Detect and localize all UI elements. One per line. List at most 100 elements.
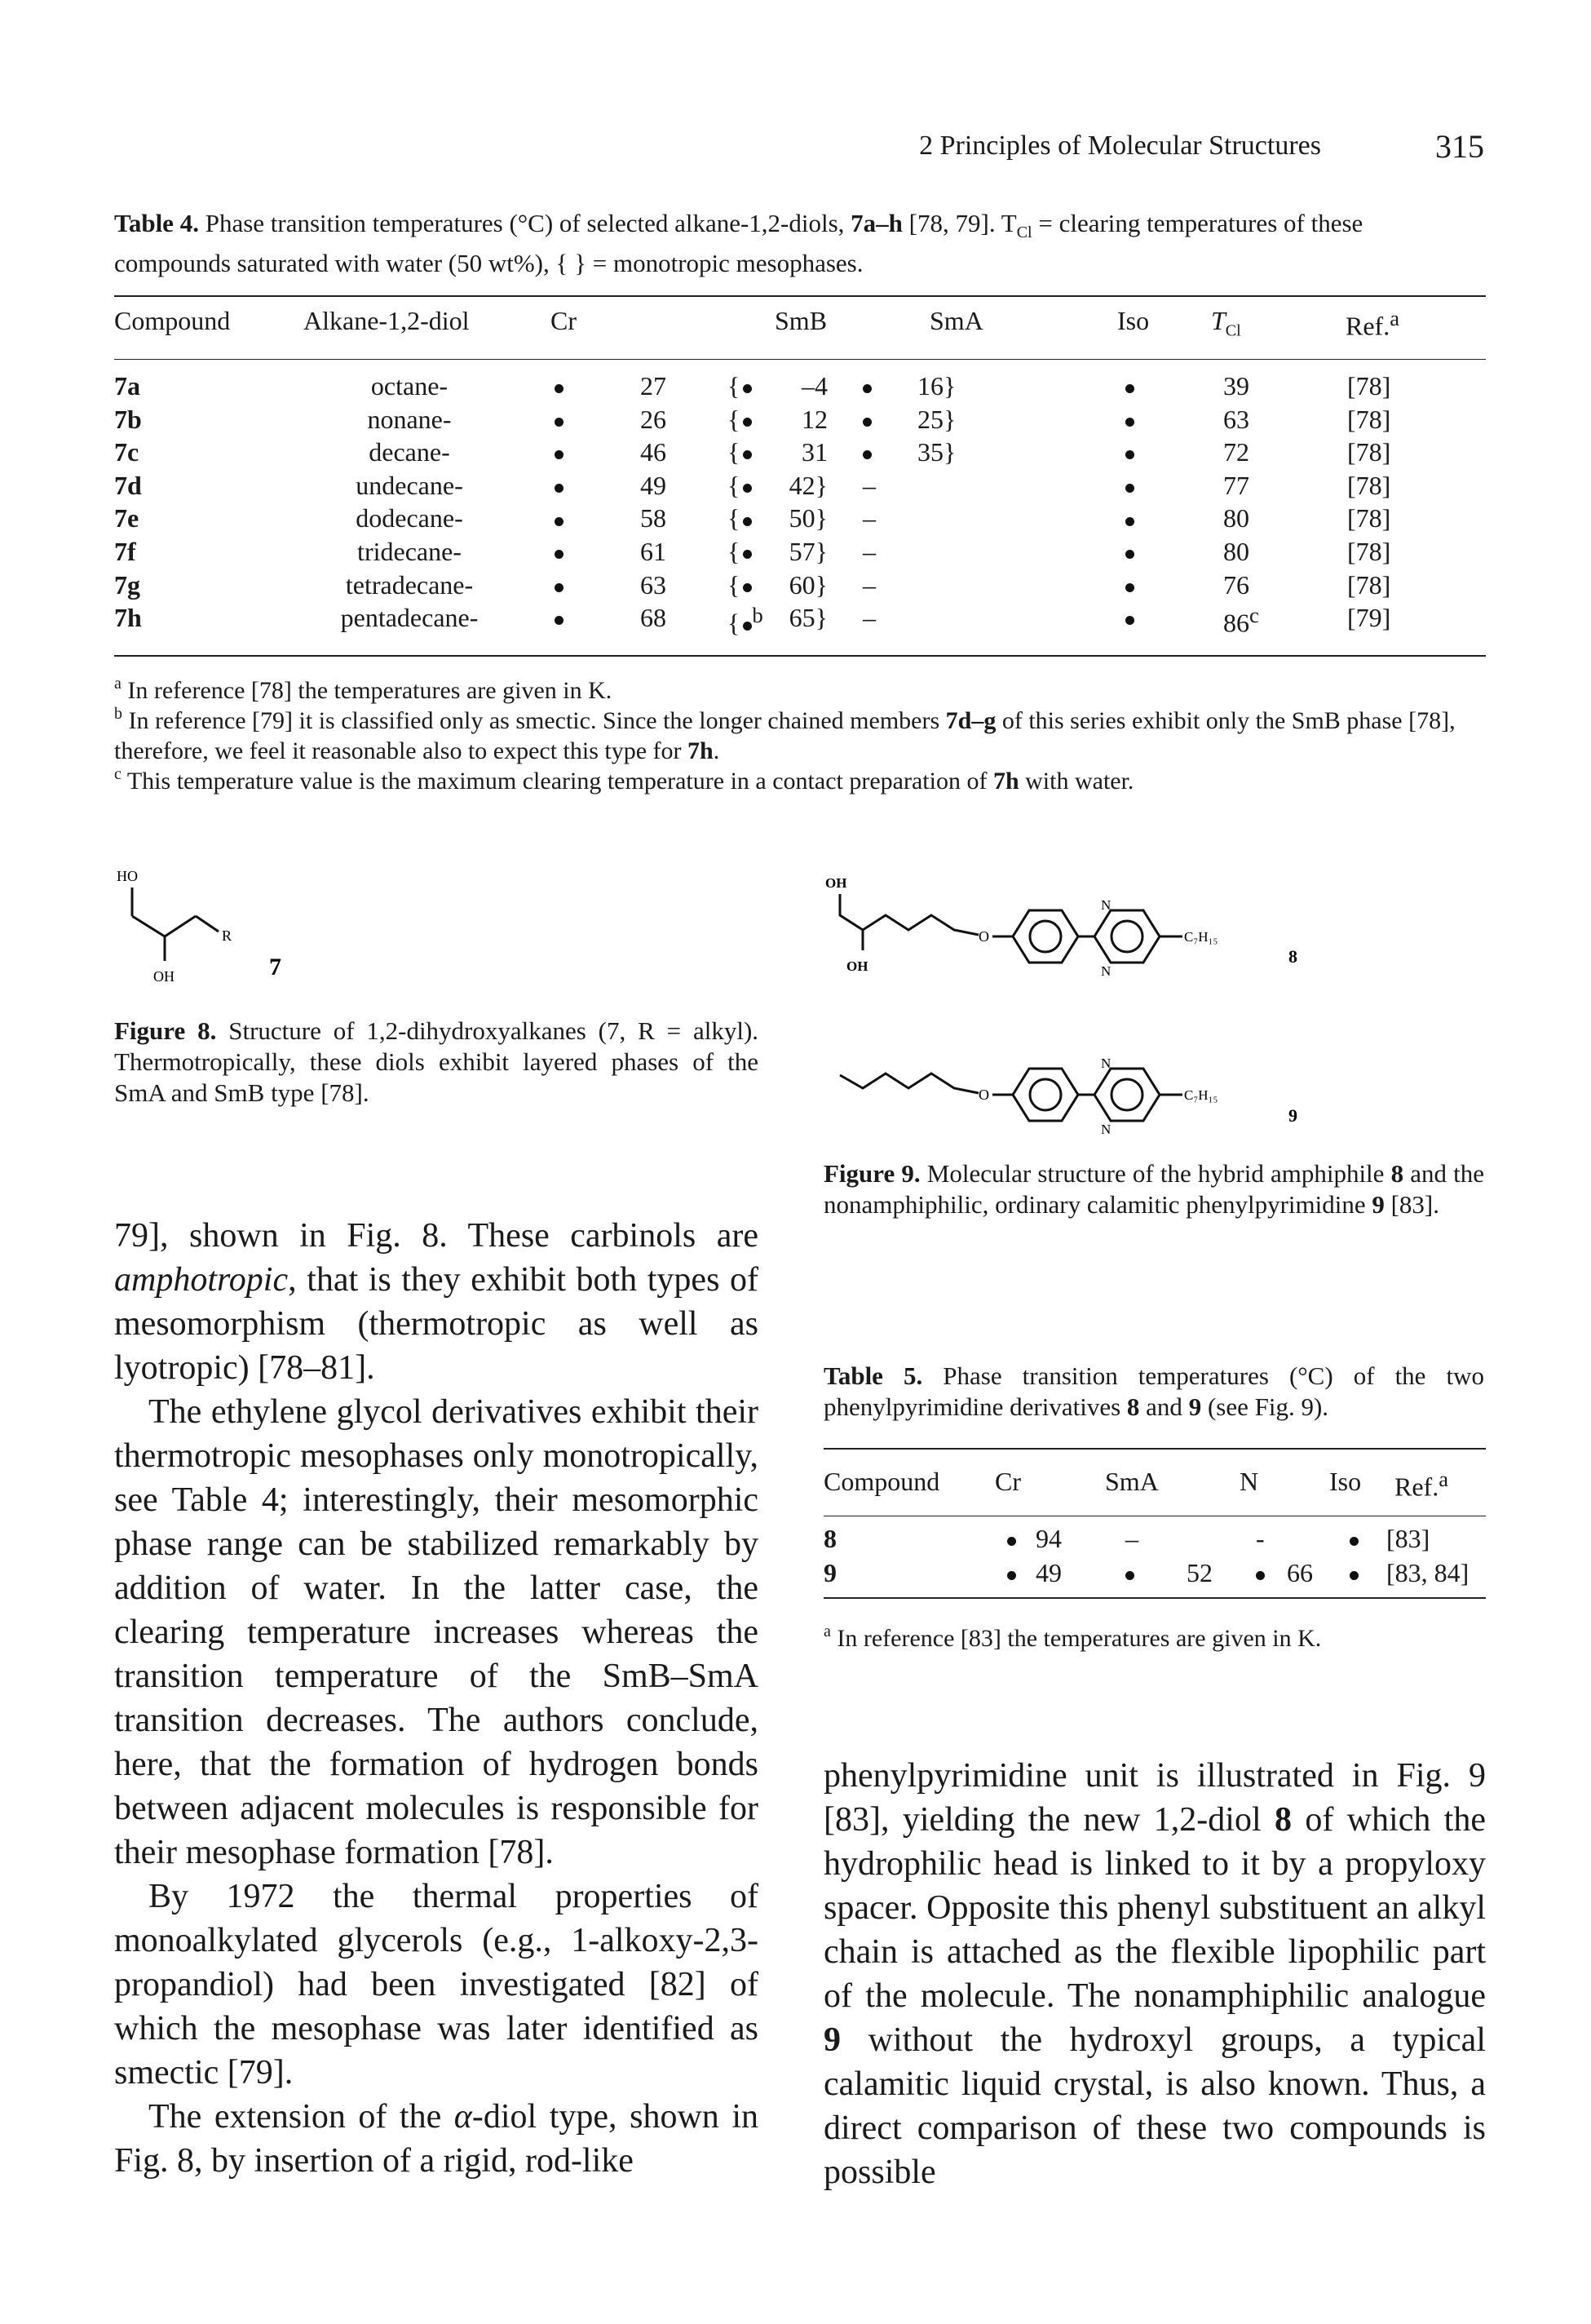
cell-iso-dot [1125,603,1134,633]
footnote-c-end: with water. [1019,768,1134,795]
smb-sup: b [752,603,763,628]
table5-head-compound: Compound [824,1467,940,1496]
dash: - [1256,1524,1265,1553]
cell-compound: 9 [824,1558,837,1587]
cell-n: 66 [1287,1558,1313,1587]
cell-compound: 7a [114,371,140,401]
cell-ref: [78] [1347,569,1391,600]
dash: – [1125,1524,1138,1553]
footnote-b-bold1: 7d–g [945,707,997,734]
cell-cr-dot [1007,1524,1016,1554]
footnote-b-text: In reference [79] it is classified only … [128,707,946,734]
cell-alkane: undecane- [356,470,463,500]
compound-8-structure: OH OH O N N C₇H₁₅ 8 [825,875,1297,979]
smb-brace: { [727,503,740,533]
pyrimidine-aromatic-8 [1110,919,1144,954]
footnote-b: b In reference [79] it is classified onl… [114,705,1456,764]
bond-3 [164,914,197,938]
cell-alkane: octane- [370,371,449,401]
table4-head-cr: Cr [550,306,577,335]
tcl-value: 72 [1223,437,1249,467]
atom-n2-9: N [1101,1122,1111,1137]
cell-sma-dot: – [863,471,876,501]
atom-oh: OH [153,968,175,985]
cell-cr-dot [555,437,563,467]
atom-r: R [222,927,232,944]
cell-sma: 16} [917,371,957,401]
smb-brace: { [727,437,740,467]
cell-cr-dot [555,405,563,435]
tcl-value: 80 [1223,503,1249,533]
table4-head-iso: Iso [1117,306,1150,335]
cell-cr: 27 [640,371,666,401]
cell-cr: 26 [640,404,666,434]
figure9-caption-b2: 9 [1372,1190,1385,1219]
table4-head-ref-text: Ref. [1346,311,1390,341]
cell-smb-open: {b [727,603,763,639]
cell-ref: [83] [1386,1524,1430,1553]
cell-compound: 7c [114,437,139,467]
table4-caption: Table 4. Phase transition temperatures (… [114,208,1484,279]
table5-caption: Table 5. Phase transition temperatures (… [824,1361,1484,1423]
phenyl-aromatic-8 [1028,919,1063,954]
paragraph-4-text: The extension of the [148,2098,454,2136]
dash: – [863,503,876,533]
left-column-text: 79], shown in Fig. 8. These carbinols ar… [114,1214,758,2183]
chain-8 [838,894,979,936]
cell-cr: 49 [1036,1558,1062,1587]
table5-bottom-rule [824,1597,1486,1599]
footnote-b-mid: of this series exhibit only the SmB phas… [114,707,1456,764]
cell-tcl: 80 [1223,537,1249,567]
table5-label: Table 5. [824,1361,923,1390]
cell-smb: 42} [789,470,828,500]
figure8-caption: Figure 8. Structure of 1,2-dihydroxyalka… [114,1016,758,1109]
table4-header-row: Compound Alkane-1,2-diol Cr SmB SmA Iso … [114,306,1486,343]
atom-n2-8: N [1101,963,1111,979]
table4-caption-text: Phase transition temperatures (°C) of se… [205,209,851,237]
cell-cr-dot [555,371,563,401]
cell-smb-open: { [727,470,753,501]
cell-ref: [79] [1347,603,1391,633]
smb-brace: { [727,470,740,500]
paragraph-4-alpha: α [453,2098,472,2136]
table5-caption-end: (see Fig. 9). [1201,1392,1329,1421]
paragraph-1-text: 79], shown in Fig. 8. These carbinols ar… [114,1217,758,1255]
cell-tcl: 72 [1223,437,1249,467]
cell-ref: [78] [1347,404,1391,434]
dash: – [863,537,876,566]
table5-caption-b2: 9 [1188,1392,1202,1421]
cell-cr: 49 [640,470,666,500]
bond-2 [131,914,166,938]
right-column-text: phenylpyrimidine unit is illustrated in … [824,1754,1486,2194]
cell-sma-dot: – [863,570,876,600]
cell-sma: 25} [917,404,957,434]
cell-iso-dot [1125,537,1134,567]
atom-oh-bottom: OH [846,958,868,974]
cell-sma-dot [863,437,872,467]
cell-cr-dot [555,570,563,600]
atom-o-8: O [979,928,989,945]
table4-caption-ref: [78, 79]. T [902,209,1017,237]
cell-sma-dot: – [1125,1524,1138,1554]
atom-ho: HO [117,868,138,884]
cell-cr: 61 [640,537,666,566]
table4-top-rule [114,295,1486,297]
pyrimidine-aromatic-9 [1110,1078,1144,1112]
table5-head-sma: SmA [1105,1467,1159,1496]
paragraph-right-b2: 9 [824,2021,841,2059]
cell-cr: 68 [640,603,666,633]
table5-head-n: N [1240,1467,1259,1496]
cell-cr-dot [555,537,563,567]
cell-compound: 7h [114,603,142,633]
cell-cr-dot [555,471,563,501]
footnote-b-end: . [713,737,720,764]
smb-brace: { [727,371,740,401]
paragraph-1-rest: , that is they exhibit both types of mes… [114,1261,758,1387]
figure9-structures: OH OH O N N C₇H₁₅ 8 O N N C₇H₁₅ 9 [825,875,1297,1137]
cell-compound: 8 [824,1524,837,1553]
